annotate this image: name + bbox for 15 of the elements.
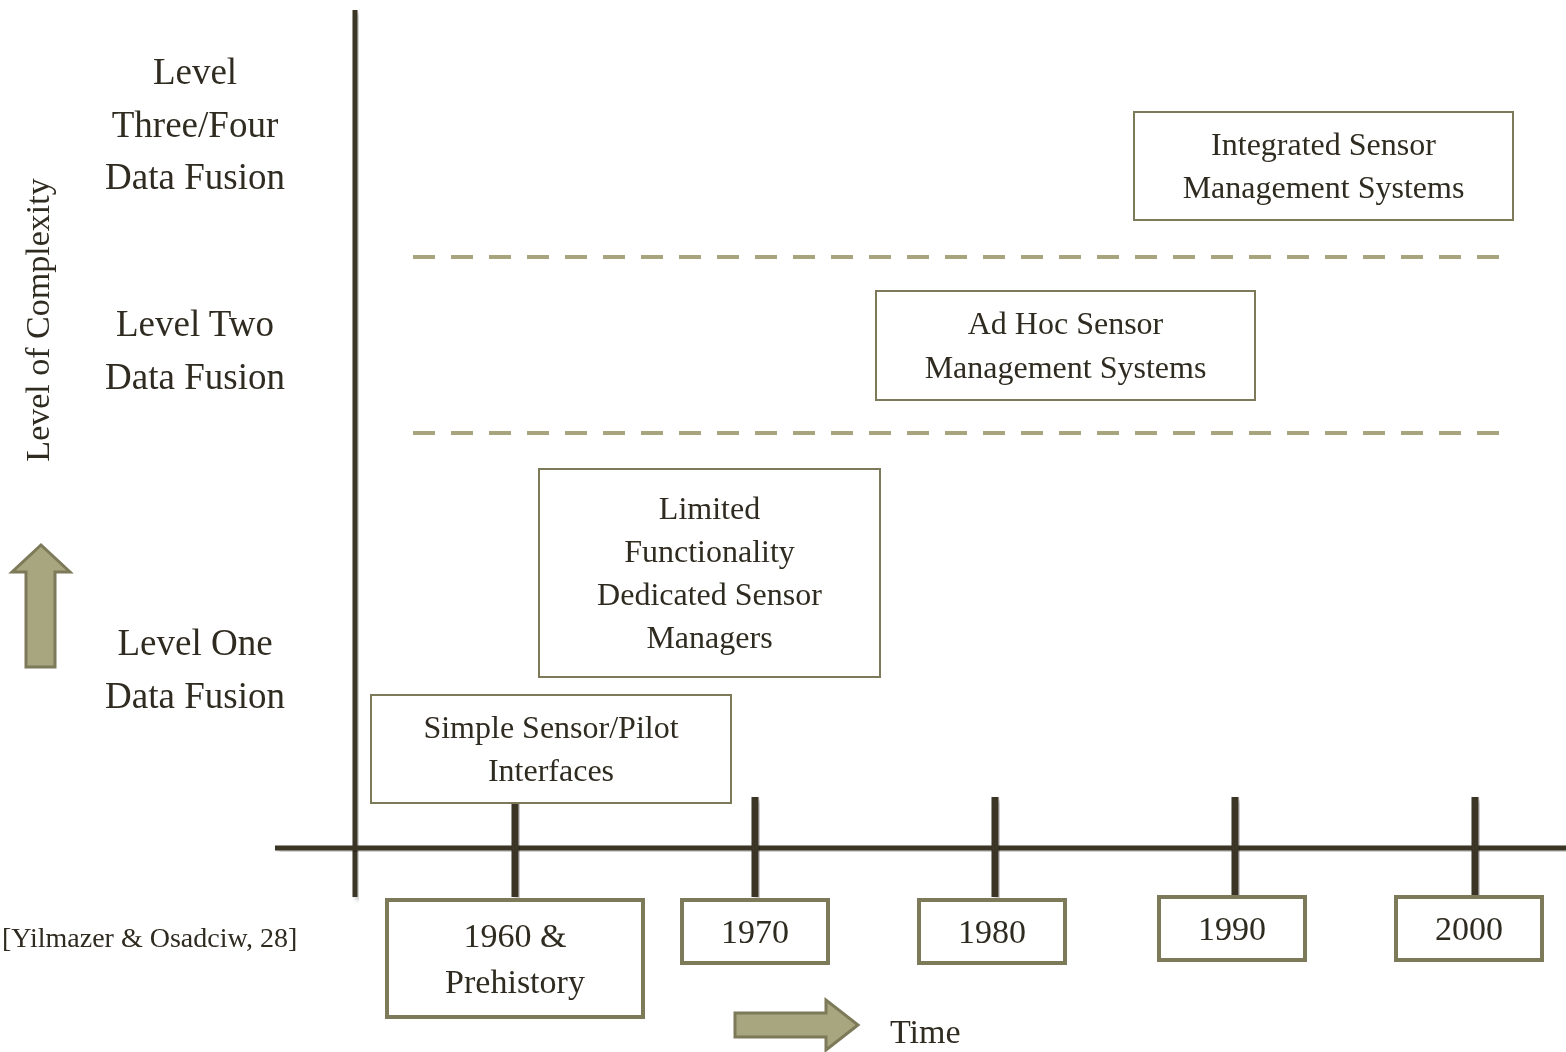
year-box: 2000 bbox=[1394, 895, 1544, 962]
year-box: 1960 & Prehistory bbox=[385, 898, 645, 1019]
year-box: 1970 bbox=[680, 898, 830, 965]
year-box: 1990 bbox=[1157, 895, 1307, 962]
citation: [Yilmazer & Osadciw, 28] bbox=[2, 921, 299, 955]
axis-title: Time bbox=[890, 1012, 962, 1052]
stage-box: Integrated Sensor Management Systems bbox=[1133, 111, 1514, 221]
year-box: 1980 bbox=[917, 898, 1067, 965]
stage-box: Simple Sensor/Pilot Interfaces bbox=[370, 694, 732, 804]
axis-title: Level of Complexity bbox=[21, 178, 55, 462]
level-label: Level Two Data Fusion bbox=[104, 302, 286, 399]
stage-box: Ad Hoc Sensor Management Systems bbox=[875, 290, 1256, 401]
level-label: Level Three/Four Data Fusion bbox=[104, 50, 286, 200]
stage-box: Limited Functionality Dedicated Sensor Managers bbox=[538, 468, 881, 678]
level-label: Level One Data Fusion bbox=[104, 621, 286, 718]
